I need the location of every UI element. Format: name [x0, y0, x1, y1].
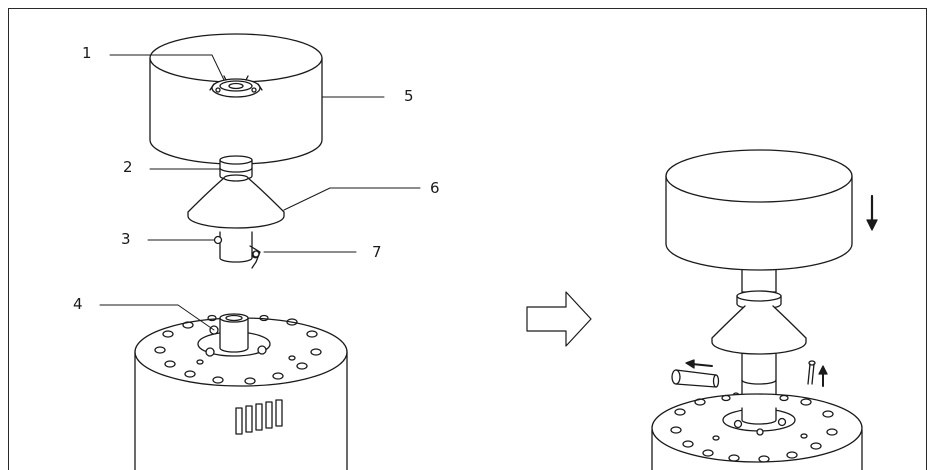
direction-arrow-right: [526, 291, 592, 347]
base-unit-left: [134, 313, 348, 470]
shade-drum-left: [149, 33, 323, 165]
diagram-frame: [8, 8, 927, 470]
callout-5: 5: [404, 87, 414, 105]
cotter-pin: [807, 360, 816, 385]
callout-6: 6: [430, 179, 440, 197]
cone-skirt-right: [711, 305, 807, 355]
callout-3: 3: [121, 230, 131, 248]
callout-4: 4: [73, 295, 83, 313]
tube-left: [213, 231, 261, 269]
callout-2: 2: [123, 158, 133, 176]
neck-right: [741, 269, 777, 293]
leader-lines: [99, 54, 421, 331]
base-unit-right: [651, 393, 863, 470]
up-arrow-icon: [818, 365, 828, 387]
callout-1: 1: [82, 44, 92, 62]
left-arrow-icon: [685, 359, 713, 369]
cone-skirt-left: [187, 174, 285, 229]
callout-7: 7: [372, 243, 382, 261]
pin-bolt: [671, 369, 720, 388]
down-arrow-icon: [866, 194, 878, 231]
shade-drum-right: [665, 149, 853, 271]
